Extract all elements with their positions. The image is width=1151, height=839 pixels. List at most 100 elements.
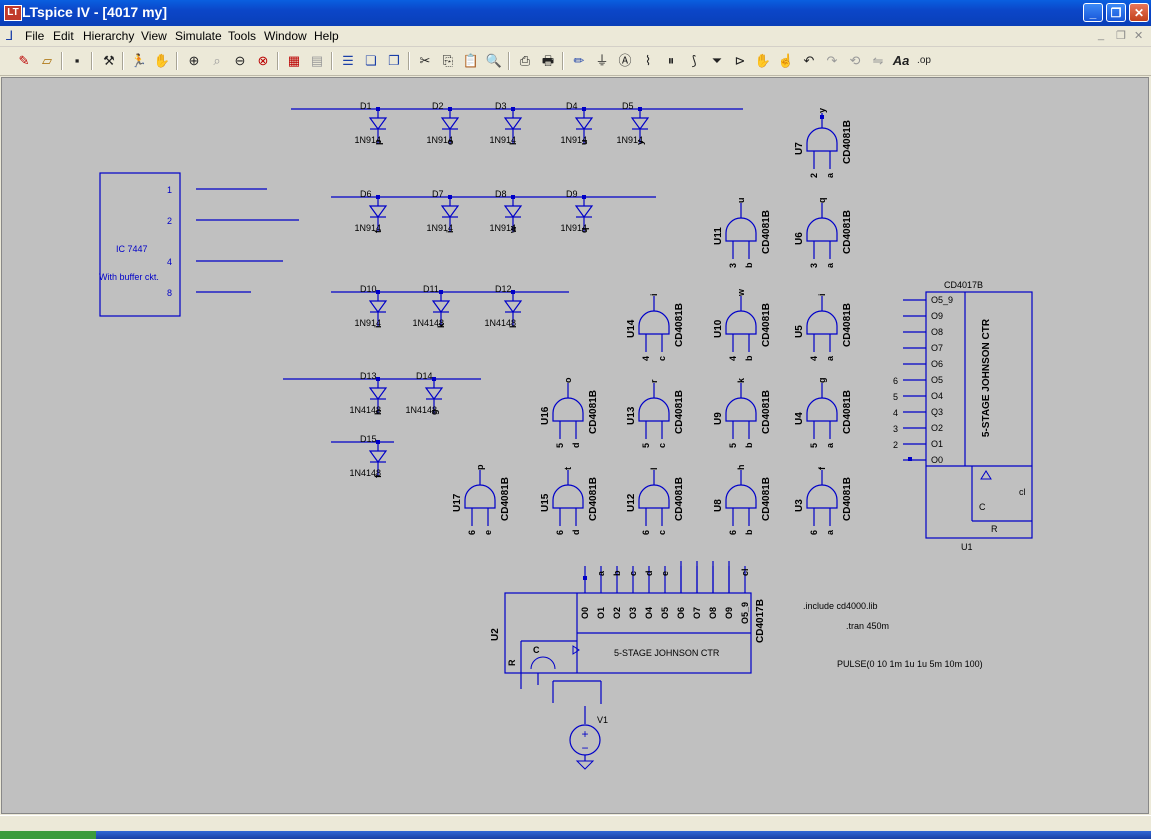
- counter-u2-net-b: b: [612, 570, 622, 576]
- counter-u2-part: CD4017B: [755, 599, 766, 643]
- plot-settings-icon[interactable]: ▤: [310, 53, 324, 68]
- open-icon[interactable]: ▱: [42, 53, 52, 68]
- minimize-button[interactable]: _: [1083, 3, 1103, 22]
- gate-input2-label: c: [657, 443, 667, 448]
- mirror-icon[interactable]: ⇋: [872, 53, 884, 68]
- gate-output-net: q: [817, 198, 827, 204]
- cascade-icon[interactable]: ❐: [388, 53, 400, 68]
- child-window-icon[interactable]: ⅃: [6, 28, 14, 43]
- resistor-icon[interactable]: ⌇: [644, 53, 652, 68]
- gate-part-label: CD4081B: [842, 303, 853, 347]
- menu-view[interactable]: View: [141, 29, 167, 43]
- gate-input2-label: c: [657, 356, 667, 361]
- and-gate-body: [552, 397, 584, 422]
- counter-u1-outline: [925, 291, 1033, 539]
- menu-tools[interactable]: Tools: [228, 29, 257, 43]
- tile-vertical-icon[interactable]: ❏: [365, 53, 377, 68]
- restore-button[interactable]: ❐: [1106, 3, 1126, 22]
- copy-icon[interactable]: ⎘: [442, 53, 454, 68]
- directive-tran: .tran 450m: [846, 621, 889, 631]
- component-icon[interactable]: ⊳: [734, 53, 746, 68]
- mdi-minimize-icon[interactable]: _: [1098, 29, 1105, 41]
- gate-ref-label: U17: [452, 493, 463, 512]
- counter-u1-pin-o5: O5: [931, 375, 943, 385]
- new-schematic-icon[interactable]: ✎: [18, 53, 30, 68]
- control-panel-icon[interactable]: ⚒: [103, 53, 115, 68]
- counter-u1-net-4: 4: [893, 408, 898, 418]
- menu-simulate[interactable]: Simulate: [175, 29, 222, 43]
- diode-ref-d13: D13: [360, 371, 377, 381]
- save-icon[interactable]: ▪: [74, 53, 80, 68]
- ic-7447-pin-2: 2: [167, 216, 172, 226]
- ic-7447-name: IC 7447: [116, 244, 148, 254]
- counter-u1-pin-o0: O0: [931, 455, 943, 465]
- gate-ref-label: U9: [713, 412, 724, 425]
- redo-icon[interactable]: ↷: [826, 53, 838, 68]
- menu-edit[interactable]: Edit: [53, 29, 74, 43]
- zoom-fit-icon[interactable]: ⊗: [257, 53, 269, 68]
- gate-part-label: CD4081B: [842, 477, 853, 521]
- status-bar: [0, 815, 1151, 832]
- inductor-icon[interactable]: ⟆: [691, 53, 697, 68]
- zoom-in-icon[interactable]: ⊕: [188, 53, 200, 68]
- diode-ref-d12: D12: [495, 284, 512, 294]
- run-icon[interactable]: 🏃: [130, 53, 148, 68]
- print-icon[interactable]: 🖶: [541, 53, 555, 68]
- diode-icon[interactable]: ⏷: [711, 53, 723, 68]
- menu-help[interactable]: Help: [314, 29, 339, 43]
- menu-file[interactable]: File: [25, 29, 45, 43]
- capacitor-icon[interactable]: ⏸: [667, 53, 675, 68]
- gate-ref-label: U11: [713, 227, 724, 245]
- ltspice-app-icon[interactable]: LT: [4, 5, 22, 21]
- mdi-restore-icon[interactable]: ❐: [1116, 30, 1126, 42]
- rotate-icon[interactable]: ⟲: [849, 53, 861, 68]
- zoom-pan-icon[interactable]: ⌕: [213, 53, 221, 68]
- counter-u1-ref: U1: [961, 542, 973, 552]
- gate-input1-label: 4: [809, 356, 819, 361]
- halt-icon[interactable]: ✋: [153, 53, 171, 68]
- diode-net-d4: u: [579, 140, 589, 146]
- mdi-close-icon[interactable]: ✕: [1134, 30, 1144, 42]
- gate-ref-label: U12: [626, 493, 637, 512]
- move-icon[interactable]: ✋: [754, 53, 772, 68]
- tile-horizontal-icon[interactable]: ☰: [342, 53, 354, 68]
- find-icon[interactable]: 🔍: [485, 53, 503, 68]
- undo-icon[interactable]: ↶: [803, 53, 815, 68]
- source-plus: +: [581, 727, 588, 741]
- zoom-out-icon[interactable]: ⊖: [234, 53, 246, 68]
- counter-u2-net-cl: cl: [740, 568, 750, 576]
- text-icon[interactable]: Aa: [892, 53, 910, 68]
- and-gate-body: [638, 484, 670, 509]
- autorange-icon[interactable]: ▦: [287, 53, 301, 68]
- drag-icon[interactable]: ☝: [777, 53, 795, 68]
- counter-u2-clk-label: C: [533, 645, 540, 655]
- cut-icon[interactable]: ✂: [419, 53, 431, 68]
- gate-input1-label: 6: [555, 530, 565, 535]
- gate-input2-label: b: [744, 262, 754, 268]
- spice-directive-icon[interactable]: .op: [917, 55, 931, 66]
- diode-symbol: [503, 205, 523, 219]
- gate-output-net: g: [817, 378, 827, 384]
- print-preview-icon[interactable]: ⎙: [519, 53, 531, 68]
- draw-wire-icon[interactable]: ✏: [573, 53, 585, 68]
- diode-part-d15: 1N4148: [349, 468, 381, 478]
- diode-net-d6: t: [373, 230, 383, 233]
- menu-window[interactable]: Window: [264, 29, 307, 43]
- start-button[interactable]: [0, 831, 96, 839]
- ground-icon[interactable]: ⏚: [595, 53, 609, 68]
- and-gate-body: [806, 217, 838, 242]
- menu-hierarchy[interactable]: Hierarchy: [83, 29, 135, 43]
- close-button[interactable]: ✕: [1129, 3, 1149, 22]
- paste-icon[interactable]: 📋: [462, 53, 480, 68]
- gate-input1-label: 4: [641, 356, 651, 361]
- label-net-icon[interactable]: Ⓐ: [618, 53, 632, 68]
